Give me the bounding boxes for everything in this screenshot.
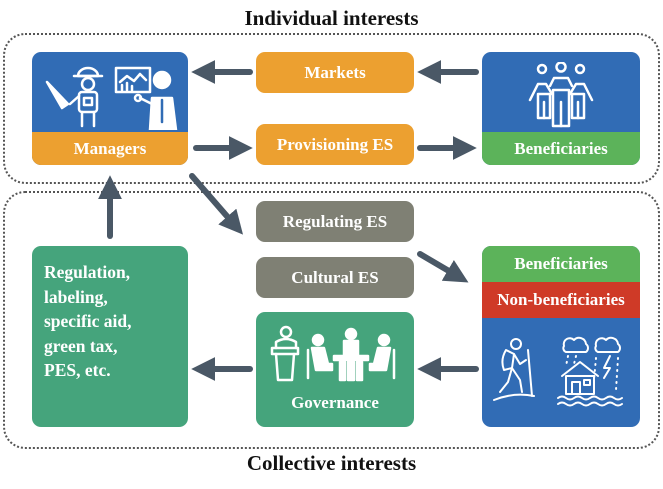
collective-interests-title: Collective interests xyxy=(246,451,417,475)
beneficiaries-band: Beneficiaries xyxy=(482,246,640,282)
individual-interests-title: Individual interests xyxy=(244,6,419,30)
individual-interests-region xyxy=(3,33,660,184)
governance-box: Governance xyxy=(256,312,414,427)
forester-chainsaw-icon xyxy=(45,66,104,128)
beneficiaries-box: Beneficiaries xyxy=(482,52,640,165)
speaker-podium-icon xyxy=(270,325,300,382)
governance-label: Governance xyxy=(291,393,379,412)
regulating-es-box: Regulating ES xyxy=(256,201,414,242)
collective-interests-region xyxy=(3,191,660,449)
beneficiaries-label: Beneficiaries xyxy=(482,132,640,165)
hiker-icon xyxy=(493,338,535,401)
arrow-managers-to-regulating xyxy=(189,173,244,235)
markets-box: Markets xyxy=(256,52,414,93)
cultural-es-box: Cultural ES xyxy=(256,257,414,298)
managers-box: Managers xyxy=(32,52,188,165)
policy-instruments-text: Regulation, labeling, specific aid, gree… xyxy=(44,262,132,380)
managers-label: Managers xyxy=(32,132,188,165)
non-beneficiaries-band: Non-beneficiaries xyxy=(482,282,640,318)
group-of-people-icon xyxy=(528,62,594,128)
analyst-presenting-chart-icon xyxy=(114,66,178,130)
house-flood-storm-icon xyxy=(557,336,623,407)
governance-icons xyxy=(270,325,396,382)
stakeholders-box: Beneficiaries Non-beneficiaries xyxy=(482,246,640,427)
stakeholder-icons xyxy=(493,336,623,407)
policy-instruments-box: Regulation, labeling, specific aid, gree… xyxy=(32,246,188,427)
provisioning-es-box: Provisioning ES xyxy=(256,124,414,165)
meeting-table-icon xyxy=(306,327,396,382)
arrow-cultural-to-stakeholders xyxy=(417,251,469,283)
managers-icons xyxy=(45,66,178,130)
